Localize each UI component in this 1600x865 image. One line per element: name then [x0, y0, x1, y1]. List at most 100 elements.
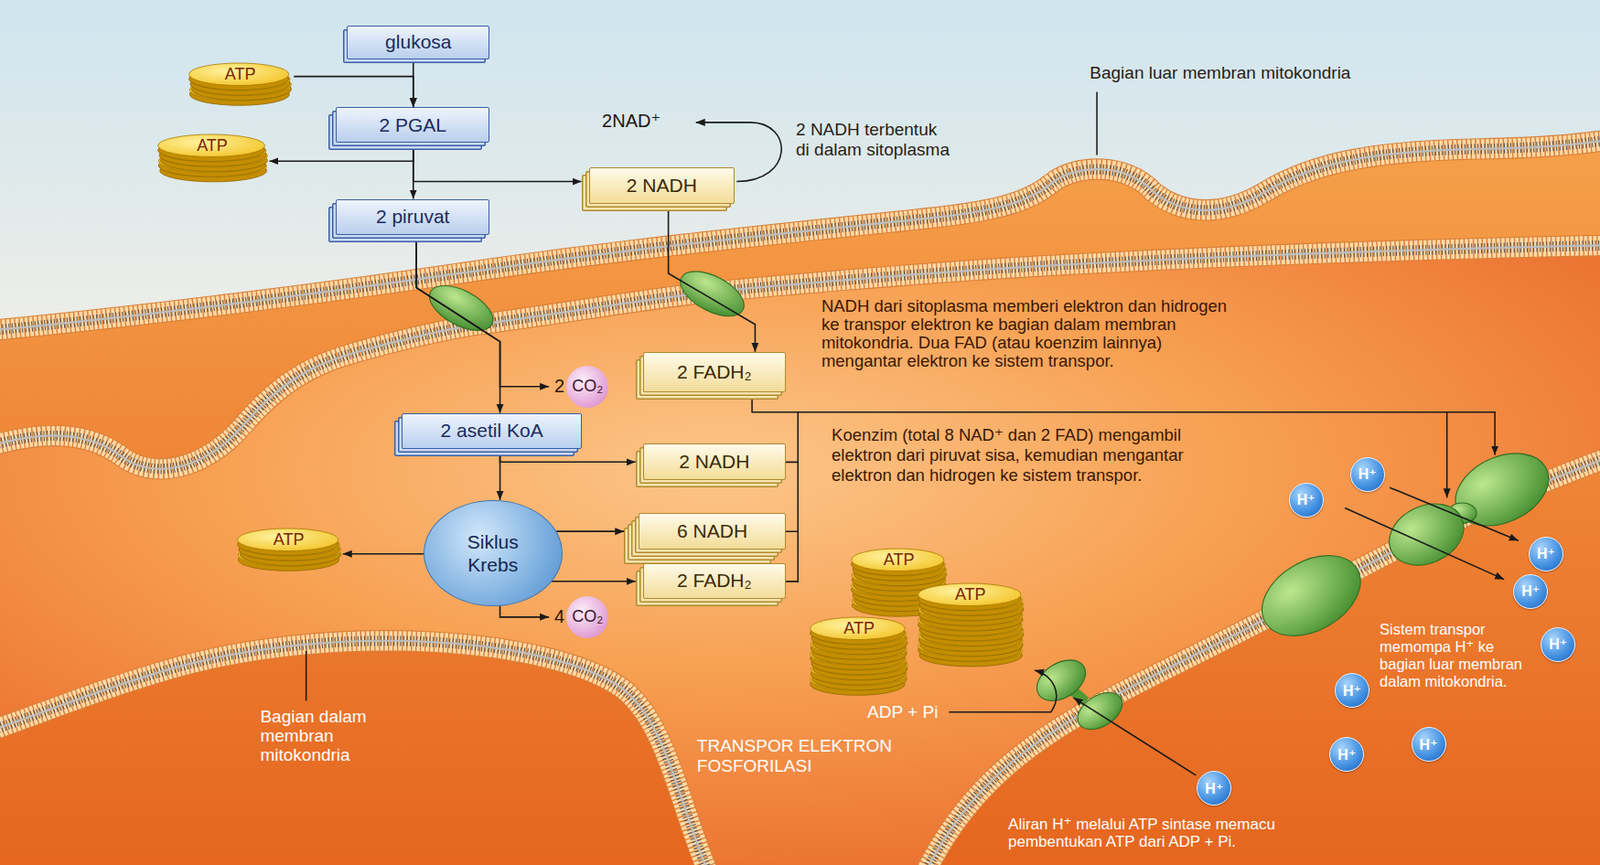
proton-circle: H⁺ [1334, 673, 1370, 709]
label-holder: Bagian luar membran mitokondria [1089, 62, 1351, 85]
atp-coin-stack: ATP [235, 527, 344, 569]
process-box: glukosa [346, 25, 490, 60]
node-text: ATP [235, 528, 344, 552]
electron-flow-line [1446, 412, 1449, 499]
label-holder: TRANSPOR ELEKTRON FOSFORILASI [697, 736, 963, 777]
node-text: ATP [848, 548, 949, 572]
node-text: 2 FADH₂ [676, 361, 752, 384]
node-text: H⁺ [1337, 746, 1356, 764]
label-holder: 2NAD⁺ [601, 109, 661, 133]
flow-arrow [416, 242, 500, 414]
node-text: glukosa [385, 31, 452, 54]
node-text: ATP [186, 63, 294, 86]
label-holder: Bagian dalam membran mitokondria [259, 707, 398, 765]
membrane-tails [0, 641, 715, 865]
membrane-edge [0, 641, 715, 865]
flow-arrow [413, 150, 582, 182]
carrier-box: 2 NADH [643, 443, 786, 481]
proton-pump-arrow [1344, 508, 1504, 580]
proton-circle: H⁺ [1350, 457, 1386, 493]
proton-circle: H⁺ [1411, 727, 1447, 763]
cycle-circle: Siklus Krebs [423, 500, 563, 607]
annotation: 2 NADH terbentuk di dalam sitoplasma [795, 119, 954, 161]
label-holder: Koenzim (total 8 NAD⁺ dan 2 FAD) mengamb… [831, 425, 1225, 486]
mitochondrial-matrix [0, 245, 1600, 865]
node-text: 6 NADH [676, 520, 748, 543]
membrane-edge [0, 245, 1600, 470]
leader-line [305, 651, 308, 702]
flow-arrow [500, 456, 636, 463]
co2-molecule: 2CO₂ [548, 365, 609, 409]
count-text: 2 [554, 375, 565, 398]
node-text: H⁺ [1521, 582, 1540, 601]
annotation: 2NAD⁺ [601, 109, 661, 133]
node-text: 2 piruvat [375, 205, 451, 228]
flow-arrow [268, 150, 413, 162]
membrane-tails [0, 138, 1600, 333]
node-text: H⁺ [1342, 682, 1362, 700]
node-text: H⁺ [1548, 635, 1568, 654]
node-text: H⁺ [1419, 736, 1439, 754]
count-text: 4 [554, 606, 565, 628]
annotation: Bagian luar membran mitokondria [1089, 62, 1351, 85]
node-text: 2 NADH [678, 451, 750, 473]
node-text: 2 asetil KoA [440, 419, 544, 442]
membrane-heads [0, 641, 715, 865]
annotation: Sistem transpor memompa H⁺ ke bagian lua… [1379, 621, 1525, 691]
intermembrane-space [0, 138, 1600, 865]
flow-arrow [416, 242, 549, 387]
membrane-bilayer [0, 138, 1600, 865]
atp-synthase-head [1029, 652, 1093, 710]
label-holder: Sistem transpor memompa H⁺ ke bagian lua… [1379, 621, 1525, 691]
transport-protein [422, 276, 501, 340]
proton-flow-arrow [1073, 697, 1196, 776]
membrane-proteins [422, 262, 1561, 738]
annotation: ADP + Pi [867, 701, 938, 724]
membrane-core [0, 138, 1600, 333]
flow-lines [306, 91, 1519, 775]
annotation: NADH dari sitoplasma memberi elektron da… [821, 297, 1243, 371]
label-holder: NADH dari sitoplasma memberi elektron da… [821, 297, 1243, 371]
membrane-heads [0, 245, 1600, 470]
bracket-line [781, 412, 798, 583]
membrane-core [0, 245, 1600, 470]
node-text: CO₂ [566, 596, 609, 639]
process-box: 2 asetil KoA [401, 413, 581, 450]
flow-arrow [668, 211, 756, 353]
node-text: 2 FADH₂ [676, 569, 752, 592]
label-holder: Aliran H⁺ melalui ATP sintase memacu pem… [1008, 816, 1347, 851]
carrier-box: 2 FADH₂ [643, 563, 786, 600]
atp-coin-stack: ATP [186, 62, 294, 103]
flow-arrow [499, 456, 502, 501]
node-text: H⁺ [1204, 780, 1224, 798]
process-box: 2 PGAL [335, 107, 490, 143]
flow-arrow [551, 580, 636, 583]
node-text: H⁺ [1358, 465, 1377, 484]
node-text: ATP [915, 583, 1026, 607]
carrier-box: 2 NADH [589, 167, 736, 205]
node-text: ATP [807, 617, 911, 641]
proton-circle: H⁺ [1288, 483, 1324, 518]
leader-line [1095, 91, 1098, 155]
membrane-core [0, 641, 715, 865]
proton-circle: H⁺ [1513, 574, 1548, 610]
annotation: Koenzim (total 8 NAD⁺ dan 2 FAD) mengamb… [831, 425, 1225, 486]
atp-coin-stack: ATP [155, 133, 270, 180]
label-holder: ADP + Pi [867, 701, 938, 724]
phosphorylation-arrow [948, 670, 1056, 713]
label-holder: 2 NADH terbentuk di dalam sitoplasma [795, 119, 954, 161]
atp-coin-stack: ATP [807, 616, 911, 693]
process-box: 2 piruvat [335, 199, 490, 236]
node-text: H⁺ [1297, 491, 1316, 509]
node-text: 2 NADH [626, 174, 698, 197]
electron-transport-complex [1247, 539, 1375, 654]
electron-transport-complex [1379, 492, 1474, 577]
flow-arrow [343, 553, 424, 556]
proton-pump-arrow [1389, 487, 1519, 541]
co2-molecule: 4CO₂ [548, 596, 609, 639]
node-text: Siklus Krebs [449, 530, 537, 577]
flow-arrow [293, 76, 414, 108]
atp-coin-stack: ATP [915, 582, 1026, 665]
annotation: TRANSPOR ELEKTRON FOSFORILASI [697, 736, 963, 777]
